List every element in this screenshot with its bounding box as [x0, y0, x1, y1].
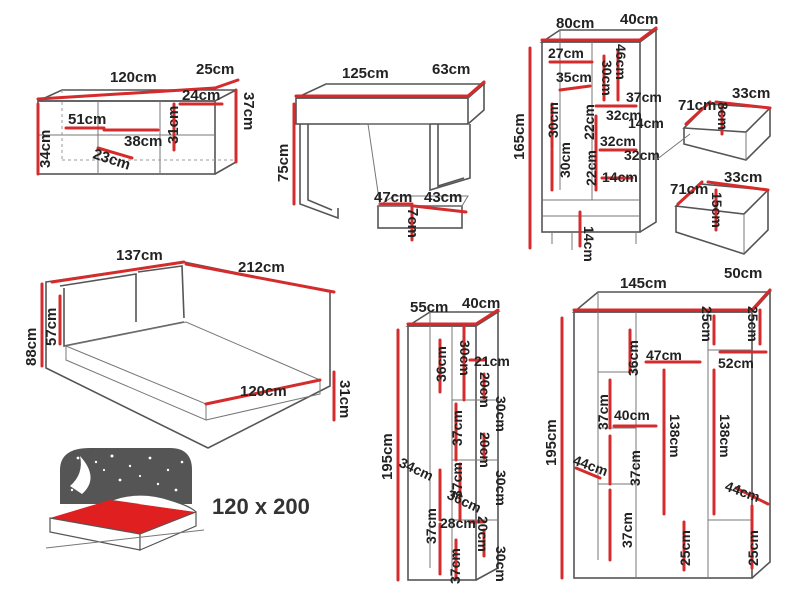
- tall-cabinet: [396, 308, 501, 582]
- bed-height-label: 88cm: [23, 328, 40, 366]
- desk-drawer-width-label: 47cm: [374, 189, 412, 206]
- wall-shelf: [36, 78, 240, 176]
- tall-cabinet-l: 28cm: [440, 515, 476, 531]
- wardrobe-g: 40cm: [614, 407, 650, 423]
- shelf-depth-label: 25cm: [196, 61, 234, 78]
- cabinet-drawer-small: [655, 100, 772, 161]
- wardrobe-k: 37cm: [627, 450, 643, 486]
- cabinet-d8: 32cm: [606, 107, 642, 123]
- cabinet-d1: 27cm: [548, 45, 584, 61]
- wardrobe-depth-label: 50cm: [724, 265, 762, 282]
- cabinet-width-label: 80cm: [556, 15, 594, 32]
- tall-cabinet-a: 36cm: [433, 346, 449, 382]
- wardrobe: [560, 288, 772, 580]
- desk: [292, 80, 487, 242]
- wardrobe-height-label: 195cm: [543, 419, 560, 466]
- bed-mattress-label: 120cm: [240, 383, 287, 400]
- tall-cabinet-b: 30cm: [457, 340, 473, 376]
- cabinet-height-label: 165cm: [511, 113, 528, 160]
- wardrobe-f: 37cm: [595, 394, 611, 430]
- tall-cabinet-depth-label: 40cm: [462, 295, 500, 312]
- cabinet-d14: 14cm: [602, 169, 638, 185]
- tall-cabinet-f: 37cm: [449, 410, 465, 446]
- bed-base-label: 31cm: [336, 380, 353, 418]
- shelf-inner2-label: 24cm: [182, 87, 220, 104]
- tall-cabinet-o: 37cm: [447, 548, 463, 584]
- wardrobe-i: 138cm: [717, 414, 733, 458]
- shelf-inner3-label: 31cm: [165, 106, 182, 144]
- wardrobe-o: 25cm: [745, 530, 761, 566]
- drawer1-width-label: 71cm: [678, 97, 716, 114]
- cabinet-d7: 22cm: [581, 104, 597, 140]
- tall-cabinet-e: 30cm: [493, 396, 509, 432]
- cabinet-d9: 14cm: [628, 115, 664, 131]
- cabinet-drawer-large: [674, 180, 770, 255]
- cabinet-d5: 37cm: [626, 89, 662, 105]
- tall-cabinet-width-label: 55cm: [410, 299, 448, 316]
- wardrobe-h: 138cm: [667, 414, 683, 458]
- tall-cabinet-c: 21cm: [474, 353, 510, 369]
- cabinet-d15: 14cm: [581, 226, 597, 262]
- bed: [40, 260, 336, 449]
- cabinet-d12: 30cm: [557, 142, 573, 178]
- drawer1-height-label: 8cm: [715, 102, 731, 130]
- cabinet-d4: 30cm: [599, 60, 615, 96]
- wardrobe-c: 36cm: [625, 340, 641, 376]
- tall-cabinet-g: 20cm: [477, 432, 493, 468]
- bed-storage-icon: [45, 448, 205, 551]
- tall-cabinet-d: 20cm: [477, 372, 493, 408]
- wardrobe-width-label: 145cm: [620, 275, 667, 292]
- wardrobe-d: 47cm: [646, 347, 682, 363]
- shelf-left-height-label: 34cm: [37, 130, 54, 168]
- tall-cabinet-height-label: 195cm: [379, 433, 396, 480]
- desk-drawer-height-label: 7cm: [404, 208, 421, 238]
- drawer2-height-label: 15cm: [709, 192, 725, 228]
- tall-cabinet-n: 37cm: [423, 508, 439, 544]
- cabinet-d13: 22cm: [583, 150, 599, 186]
- shelf-inner4-label: 38cm: [124, 133, 162, 150]
- cabinet-d2: 46cm: [613, 44, 629, 80]
- shelf-inner1-label: 51cm: [68, 111, 106, 128]
- cabinet-d10: 32cm: [600, 133, 636, 149]
- wardrobe-b: 25cm: [745, 306, 761, 342]
- shelf-height-label: 37cm: [240, 92, 257, 130]
- bed-head-label: 57cm: [43, 308, 60, 346]
- bed-length-label: 212cm: [238, 259, 285, 276]
- cabinet-d11: 32cm: [624, 147, 660, 163]
- wardrobe-e: 52cm: [718, 355, 754, 371]
- tall-cabinet-p: 30cm: [493, 546, 509, 582]
- desk-depth-label: 63cm: [432, 61, 470, 78]
- tall-cabinet-m: 20cm: [475, 516, 491, 552]
- desk-width-label: 125cm: [342, 65, 389, 82]
- wardrobe-m: 37cm: [619, 512, 635, 548]
- shelf-width-label: 120cm: [110, 69, 157, 86]
- drawer2-depth-label: 33cm: [724, 169, 762, 186]
- wardrobe-l: 44cm: [723, 478, 762, 505]
- bed-width-label: 137cm: [116, 247, 163, 264]
- cabinet-d6: 30cm: [545, 102, 561, 138]
- tall-cabinet-j: 30cm: [493, 470, 509, 506]
- bed-size-label: 120 x 200: [212, 494, 310, 519]
- wardrobe-a: 25cm: [699, 306, 715, 342]
- drawer1-depth-label: 33cm: [732, 85, 770, 102]
- desk-drawer-depth-label: 43cm: [424, 189, 462, 206]
- display-cabinet: [528, 26, 659, 250]
- cabinet-depth-label: 40cm: [620, 11, 658, 28]
- drawer2-width-label: 71cm: [670, 181, 708, 198]
- desk-height-label: 75cm: [275, 144, 292, 182]
- wardrobe-n: 25cm: [677, 530, 693, 566]
- cabinet-d3: 35cm: [556, 69, 592, 85]
- tall-cabinet-h: 37cm: [449, 462, 465, 498]
